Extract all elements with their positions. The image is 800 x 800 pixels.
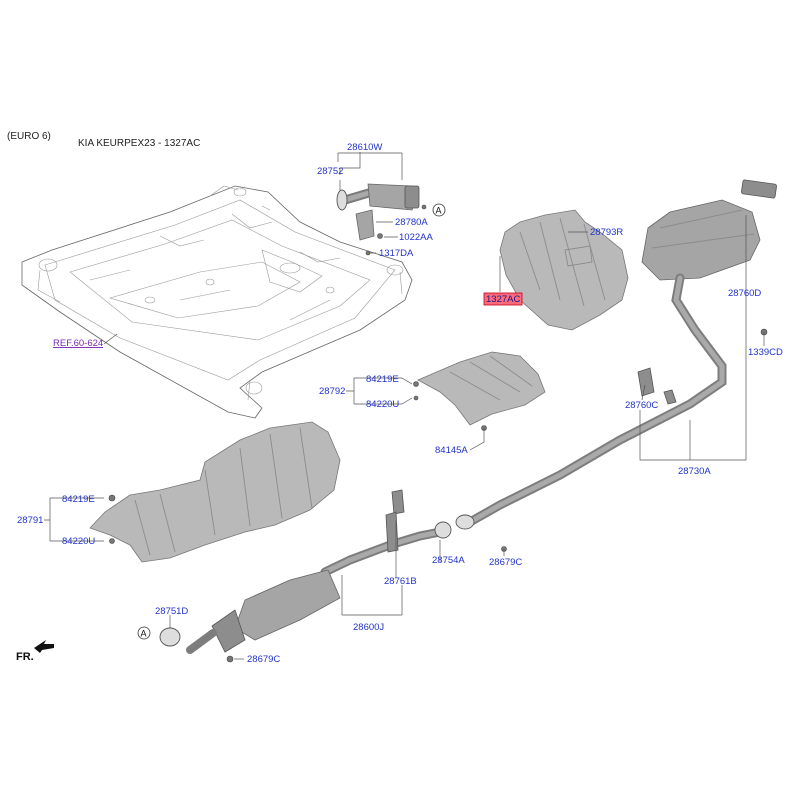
part-label-28679C-left[interactable]: 28679C <box>247 654 280 665</box>
part-label-1317DA[interactable]: 1317DA <box>379 248 414 259</box>
part-label-28791[interactable]: 28791 <box>17 515 43 526</box>
center-pipe-28730A <box>465 273 727 527</box>
part-label-28760D[interactable]: 28760D <box>728 288 761 299</box>
part-label-28780A[interactable]: 28780A <box>395 217 428 228</box>
part-label-28679C-right[interactable]: 28679C <box>489 557 522 568</box>
part-label-28754A[interactable]: 28754A <box>432 555 465 566</box>
part-label-84220U-lower[interactable]: 84220U <box>62 536 95 547</box>
heat-shield-28793R <box>499 209 629 331</box>
heat-shield-28792 <box>413 351 546 431</box>
part-label-1339CD[interactable]: 1339CD <box>748 347 783 358</box>
marker-a-lower: A <box>137 626 151 640</box>
part-label-28760C[interactable]: 28760C <box>625 400 658 411</box>
leader-lines <box>44 152 765 660</box>
highlight-box-1327AC <box>483 292 523 306</box>
svg-text:A: A <box>141 629 147 639</box>
part-label-84219E-lower[interactable]: 84219E <box>62 494 95 505</box>
part-label-28761B[interactable]: 28761B <box>384 576 417 587</box>
part-label-1327AC[interactable]: 1327AC <box>486 294 520 305</box>
rear-muffler-28760D <box>641 179 777 336</box>
front-subframe <box>21 185 413 419</box>
part-label-28752[interactable]: 28752 <box>317 166 343 177</box>
front-arrow-icon <box>34 640 54 653</box>
front-direction-label: FR. <box>16 651 34 663</box>
catalog-ref-label: KIA KEURPEX23 - 1327AC <box>78 138 200 149</box>
heat-shield-28791 <box>89 421 341 563</box>
front-pipe-cat-28600J <box>159 489 507 663</box>
part-label-84219E-upper[interactable]: 84219E <box>366 374 399 385</box>
part-label-84145A[interactable]: 84145A <box>435 445 468 456</box>
part-label-28751D[interactable]: 28751D <box>155 606 188 617</box>
front-direction-indicator: FR. <box>16 640 54 663</box>
variant-label: (EURO 6) <box>7 131 51 142</box>
part-label-28792[interactable]: 28792 <box>319 386 345 397</box>
part-label-1022AA[interactable]: 1022AA <box>399 232 433 243</box>
ref-label[interactable]: REF.60-624 <box>53 338 103 349</box>
part-label-28793R[interactable]: 28793R <box>590 227 623 238</box>
part-label-28600J[interactable]: 28600J <box>353 622 384 633</box>
part-label-28730A[interactable]: 28730A <box>678 466 711 477</box>
marker-a-upper: A <box>432 203 446 217</box>
part-label-28610W[interactable]: 28610W <box>347 142 382 153</box>
svg-text:A: A <box>436 206 442 216</box>
part-label-84220U-upper[interactable]: 84220U <box>366 399 399 410</box>
